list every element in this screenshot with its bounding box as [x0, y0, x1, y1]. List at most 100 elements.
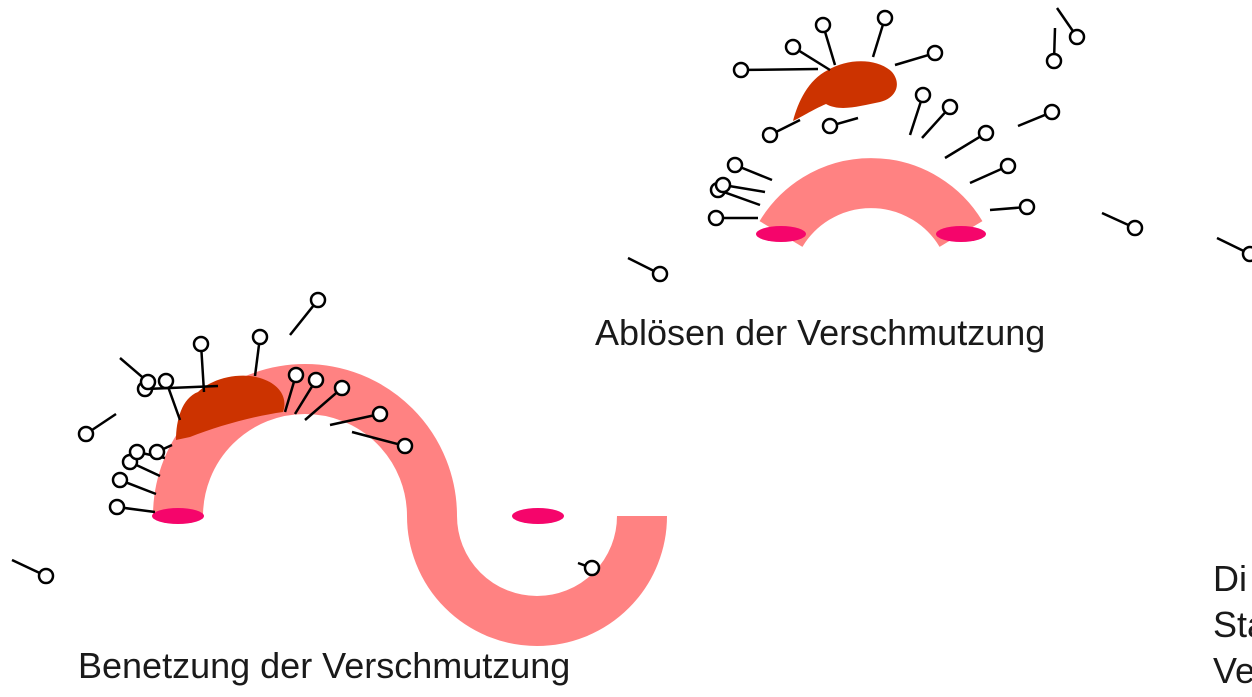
surfactant-molecule: [970, 159, 1015, 183]
surfactant-molecule: [709, 211, 758, 225]
hydrophilic-head: [150, 445, 164, 459]
hydrophilic-head: [816, 18, 830, 32]
hydrophilic-head: [1243, 247, 1252, 261]
hydrophobic-tail: [910, 102, 921, 135]
hydrophilic-head: [734, 63, 748, 77]
surfactant-molecule: [823, 118, 858, 133]
hydrophobic-tail: [970, 169, 1002, 183]
hydrophilic-head: [716, 178, 730, 192]
surfactant-molecule: [113, 473, 156, 494]
hydrophilic-head: [130, 445, 144, 459]
hydrophilic-head: [1047, 54, 1061, 68]
hydrophobic-tail: [1057, 8, 1073, 31]
surfactant-molecule: [922, 100, 957, 138]
hydrophilic-head: [309, 373, 323, 387]
hydrophilic-head: [39, 569, 53, 583]
hydrophilic-head: [373, 407, 387, 421]
hydrophobic-tail: [730, 186, 765, 192]
surfactant-molecule: [120, 358, 155, 389]
hydrophilic-head: [1020, 200, 1034, 214]
hydrophilic-head: [1045, 105, 1059, 119]
hydrophilic-head: [1070, 30, 1084, 44]
surfactant-molecule: [1047, 28, 1061, 68]
hydrophilic-head: [763, 128, 777, 142]
hydrophilic-head: [728, 158, 742, 172]
hydrophobic-tail: [290, 305, 314, 335]
hydrophobic-tail: [837, 118, 858, 124]
surfactant-molecule: [763, 120, 800, 142]
surfactant-molecule: [786, 40, 830, 70]
surfactant-molecule: [194, 337, 208, 392]
hydrophobic-tail: [895, 55, 928, 65]
hydrophobic-tail: [136, 465, 160, 476]
hydrophilic-head: [311, 293, 325, 307]
hydrophobic-tail: [945, 137, 980, 158]
panel-benetzung: [79, 293, 642, 621]
hydrophilic-head: [159, 374, 173, 388]
hydrophilic-head: [709, 211, 723, 225]
surfactant-molecule: [290, 293, 325, 335]
hydrophobic-tail: [825, 32, 835, 65]
fibre-end-left: [756, 226, 806, 242]
hydrophobic-tail: [255, 344, 259, 376]
panel-abloesen: [709, 8, 1084, 242]
surfactant-molecule: [1217, 238, 1252, 261]
hydrophilic-head: [253, 330, 267, 344]
surfactant-molecule: [728, 158, 772, 180]
arch-fibre: [781, 183, 961, 234]
hydrophilic-head: [110, 500, 124, 514]
hydrophilic-head: [585, 561, 599, 575]
hydrophilic-head: [194, 337, 208, 351]
hydrophilic-head: [335, 381, 349, 395]
hydrophobic-tail: [92, 414, 116, 430]
hydrophilic-head: [786, 40, 800, 54]
cutoff-text-line-2: Sta: [1213, 605, 1252, 645]
hydrophilic-head: [79, 427, 93, 441]
fibre-end-right: [512, 508, 564, 524]
caption-benetzung: Benetzung der Verschmutzung: [78, 646, 570, 686]
hydrophobic-tail: [873, 25, 883, 57]
hydrophobic-tail: [990, 208, 1020, 210]
hydrophilic-head: [916, 88, 930, 102]
hydrophilic-head: [398, 439, 412, 453]
s-shaped-fibre: [178, 389, 642, 621]
hydrophobic-tail: [120, 358, 143, 377]
fibre-end-right: [936, 226, 986, 242]
hydrophobic-tail: [741, 168, 772, 180]
surfactant-molecule: [628, 258, 667, 281]
surfactant-molecule: [873, 11, 892, 57]
surfactant-molecule: [1018, 105, 1059, 126]
cutoff-text-line-3: Ve: [1213, 651, 1252, 691]
hydrophobic-tail: [725, 192, 760, 205]
surfactant-molecule: [12, 560, 53, 583]
surfactant-molecule: [816, 18, 835, 65]
hydrophobic-tail: [168, 388, 180, 420]
surfactant-molecule: [110, 500, 155, 514]
hydrophobic-tail: [124, 508, 155, 512]
hydrophilic-head: [113, 473, 127, 487]
surfactant-molecule: [1057, 8, 1084, 44]
hydrophobic-tail: [922, 112, 945, 138]
hydrophobic-tail: [776, 120, 800, 132]
hydrophobic-tail: [748, 69, 818, 70]
hydrophobic-tail: [1217, 238, 1244, 251]
hydrophilic-head: [823, 119, 837, 133]
surfactant-molecule: [159, 374, 180, 420]
hydrophilic-head: [141, 375, 155, 389]
hydrophobic-tail: [12, 560, 40, 573]
hydrophobic-tail: [799, 51, 830, 70]
surfactant-molecule: [79, 414, 116, 441]
hydrophilic-head: [878, 11, 892, 25]
hydrophilic-head: [1001, 159, 1015, 173]
surfactant-molecule: [990, 200, 1034, 214]
hydrophobic-tail: [628, 258, 654, 271]
hydrophobic-tail: [1054, 28, 1055, 54]
surfactant-molecule: [734, 63, 818, 77]
hydrophobic-tail: [1102, 213, 1129, 225]
cutoff-text-line-1: Di: [1213, 559, 1252, 599]
hydrophilic-head: [979, 126, 993, 140]
hydrophobic-tail: [1018, 115, 1046, 126]
hydrophilic-head: [653, 267, 667, 281]
surfactant-molecules: [79, 293, 599, 575]
surfactant-molecule: [578, 561, 599, 575]
